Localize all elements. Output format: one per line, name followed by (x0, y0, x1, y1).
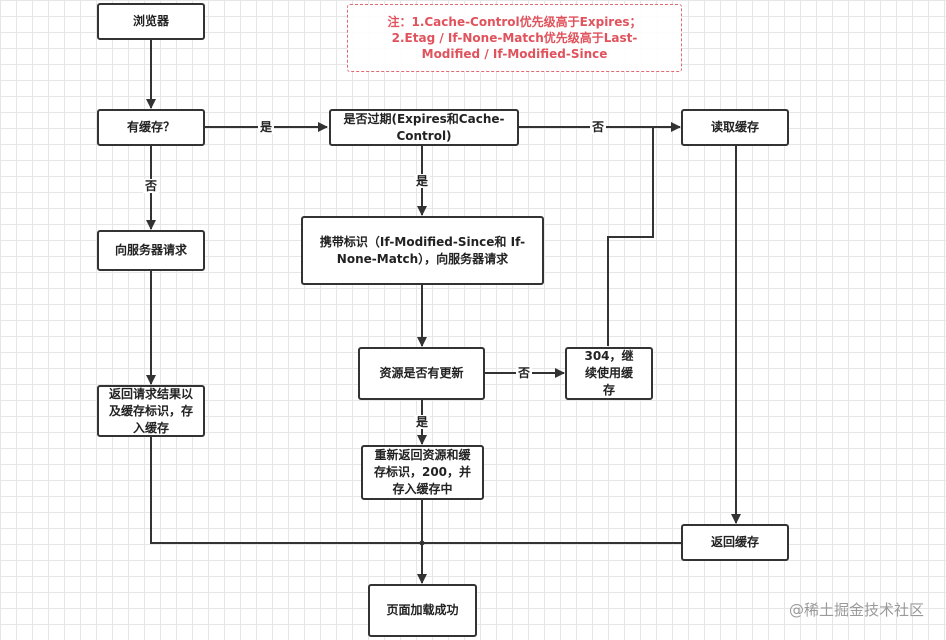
label-has-cache-no: 否 (142, 179, 160, 193)
edge-304-to-read-cache (607, 127, 654, 346)
label-expired-yes: 是 (413, 174, 431, 188)
note-line-2: 2.Etag / If-None-Match优先级高于Last- (391, 31, 638, 45)
priority-note: 注：1.Cache-Control优先级高于Expires； 2.Etag / … (347, 4, 682, 72)
node-not-modified: 304，继续使用缓存 (565, 347, 653, 400)
node-request-server: 向服务器请求 (97, 230, 205, 271)
note-line-1: 注：1.Cache-Control优先级高于Expires； (387, 15, 642, 29)
junction-dot (419, 540, 425, 546)
label-has-cache-yes: 是 (257, 120, 275, 134)
watermark: @稀土掘金技术社区 (788, 601, 924, 619)
node-return-new: 重新返回资源和缓存标识，200，并存入缓存中 (361, 445, 484, 500)
node-return-result: 返回请求结果以及缓存标识，存入缓存 (97, 385, 205, 437)
node-conditional-request: 携带标识（If-Modified-Since和 If-None-Match），向… (301, 216, 544, 285)
node-has-cache: 有缓存？ (97, 109, 205, 146)
node-page-loaded: 页面加载成功 (368, 584, 477, 637)
label-expired-no: 否 (589, 120, 607, 134)
note-line-3: Modified / If-Modified-Since (421, 47, 608, 61)
label-updated-no: 否 (515, 366, 533, 380)
node-read-cache: 读取缓存 (681, 109, 789, 146)
node-return-cache: 返回缓存 (681, 524, 789, 561)
node-expired-check: 是否过期(Expires和Cache-Control) (329, 109, 519, 146)
node-browser: 浏览器 (97, 3, 205, 40)
edge-result-to-join (150, 437, 422, 544)
node-resource-updated: 资源是否有更新 (358, 347, 485, 400)
label-updated-yes: 是 (413, 415, 431, 429)
